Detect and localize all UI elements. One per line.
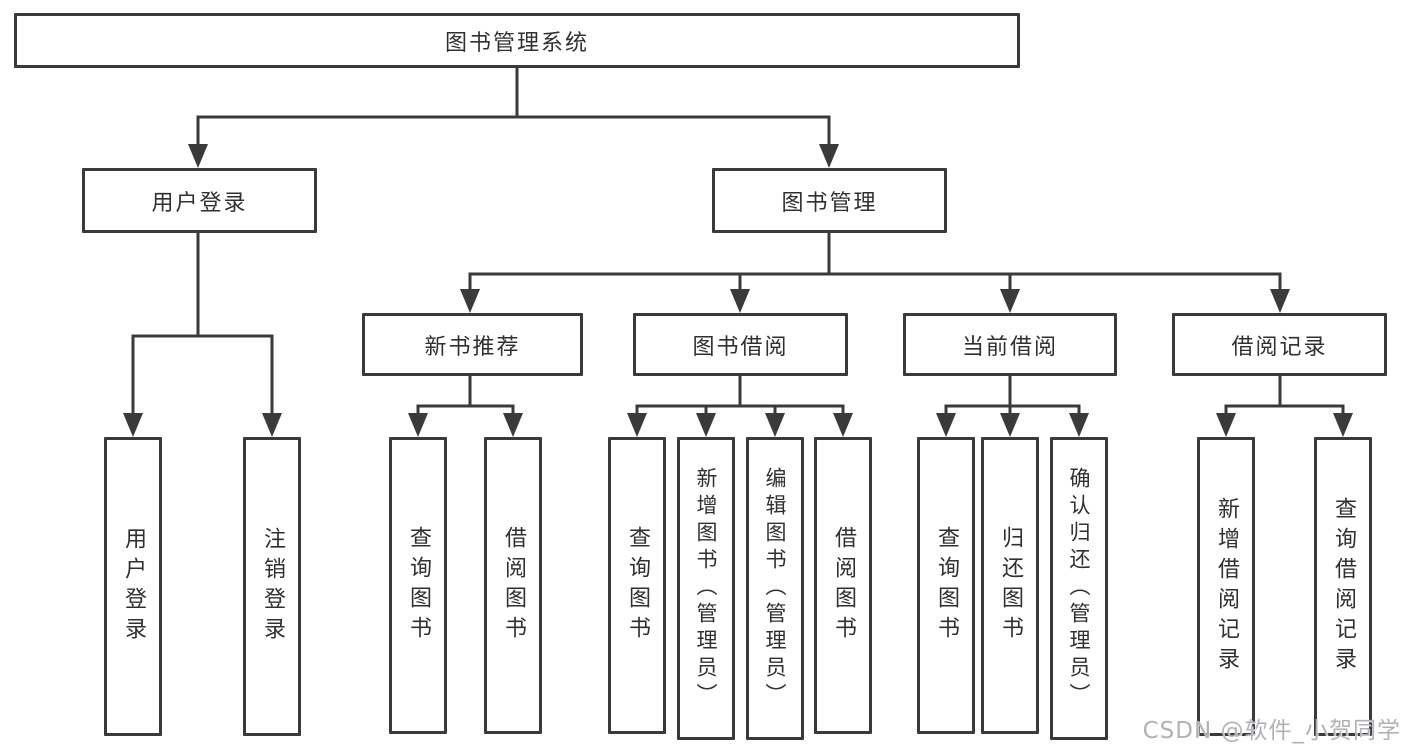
node-query-books-current: 查询图书 [917,437,975,734]
node-confirm-return-admin-label: 确认归还（管理员） [1067,467,1091,710]
node-user-login-leaf-label: 用户登录 [121,526,146,647]
node-add-books-admin-label: 新增图书（管理员） [694,467,718,710]
node-return-books-label: 归还图书 [998,525,1023,646]
arrow-down-icons [123,144,1353,437]
node-new-book-recommend-label: 新书推荐 [424,334,521,360]
node-confirm-return-admin: 确认归还（管理员） [1050,437,1108,740]
node-logout: 注销登录 [243,437,301,736]
node-query-books-borrow-label: 查询图书 [625,525,650,646]
node-user-login-label: 用户登录 [151,190,248,216]
node-query-borrow-record-label: 查询借阅记录 [1331,496,1356,677]
node-add-borrow-record: 新增借阅记录 [1197,437,1255,736]
node-query-books-current-label: 查询图书 [934,525,959,646]
node-query-borrow-record: 查询借阅记录 [1314,437,1372,736]
node-query-books-borrow: 查询图书 [608,437,666,734]
node-add-books-admin: 新增图书（管理员） [677,437,735,740]
node-user-login-leaf: 用户登录 [104,437,162,736]
node-borrow-books-borrow: 借阅图书 [814,437,872,734]
node-add-borrow-record-label: 新增借阅记录 [1214,496,1239,677]
node-new-book-recommend: 新书推荐 [362,313,583,376]
node-query-books-recommend-label: 查询图书 [406,525,431,646]
node-query-books-recommend: 查询图书 [389,437,447,734]
node-book-borrow: 图书借阅 [633,313,848,376]
node-current-borrow-label: 当前借阅 [961,334,1058,360]
node-logout-label: 注销登录 [260,526,285,647]
node-book-management-label: 图书管理 [781,190,878,216]
node-root-label: 图书管理系统 [444,30,589,56]
watermark: CSDN @软件_小贺同学 [1142,718,1401,744]
node-book-borrow-label: 图书借阅 [692,334,789,360]
node-borrow-records: 借阅记录 [1172,313,1387,376]
node-user-login: 用户登录 [82,168,317,233]
node-edit-books-admin: 编辑图书（管理员） [746,437,804,740]
node-book-management: 图书管理 [712,168,947,233]
node-borrow-books-recommend: 借阅图书 [484,437,542,734]
node-borrow-books-borrow-label: 借阅图书 [831,525,856,646]
node-borrow-books-recommend-label: 借阅图书 [501,525,526,646]
node-root: 图书管理系统 [14,13,1020,68]
node-edit-books-admin-label: 编辑图书（管理员） [763,467,787,710]
connector-lines [131,66,1345,417]
node-borrow-records-label: 借阅记录 [1231,334,1328,360]
node-current-borrow: 当前借阅 [903,313,1117,376]
node-return-books: 归还图书 [981,437,1039,734]
